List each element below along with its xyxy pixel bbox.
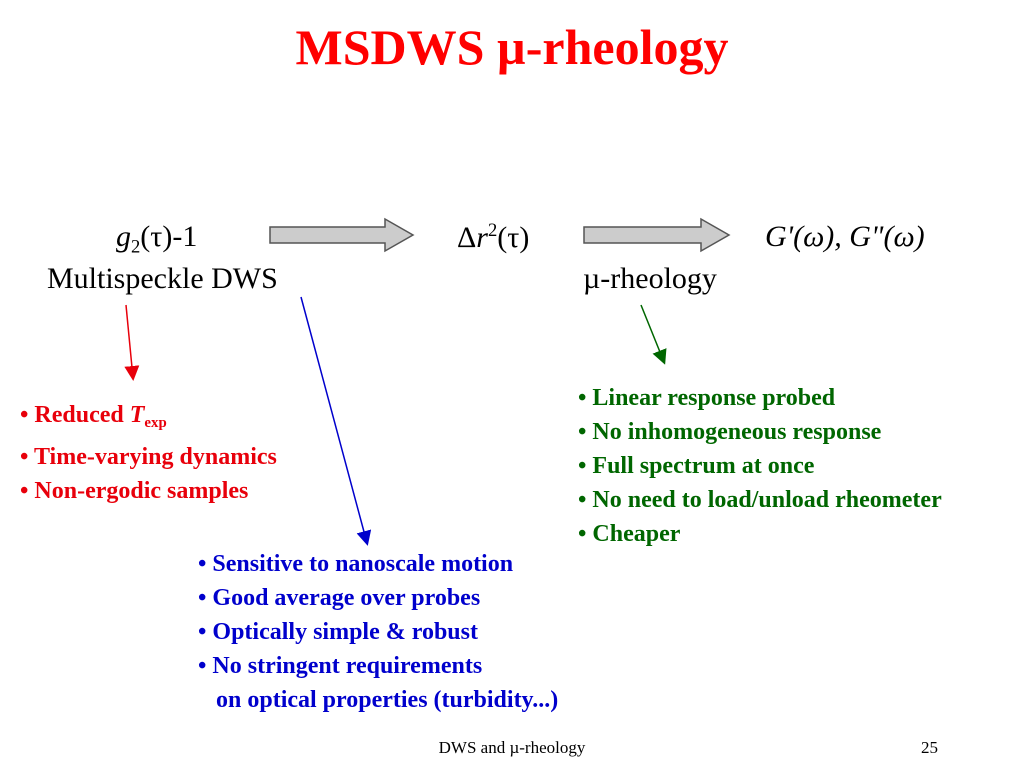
delta-symbol: Δ <box>457 221 477 255</box>
blue-bullet-list: • Sensitive to nanoscale motion • Good a… <box>198 547 558 717</box>
modulus-formula: G'(ω), G"(ω) <box>765 220 925 253</box>
green-bullet-item: • Linear response probed <box>578 385 836 411</box>
green-bullet-item: • Full spectrum at once <box>578 453 815 479</box>
flow-arrow-1 <box>269 217 415 253</box>
blue-pointer-arrow <box>300 296 372 546</box>
micro-rheology-label: µ-rheology <box>583 262 717 295</box>
msd-formula: Δr2(τ) <box>457 220 529 255</box>
blue-bullet-item: • No stringent requirements <box>198 653 483 679</box>
slide-title: MSDWS µ-rheology <box>295 19 729 75</box>
g-symbol: g <box>116 220 131 253</box>
green-bullet-item: • Cheaper <box>578 521 681 547</box>
blue-bullet-item: • Optically simple & robust <box>198 619 478 645</box>
green-bullet-item: • No inhomogeneous response <box>578 419 882 445</box>
red-pointer-arrow <box>124 304 140 381</box>
blue-bullet-item: • Sensitive to nanoscale motion <box>198 551 514 577</box>
red-bullet-item: • Time-varying dynamics <box>20 444 277 471</box>
g-subscript: 2 <box>131 236 141 258</box>
slide-footer: DWS and µ-rheology <box>438 738 586 757</box>
blue-bullet-item: • Good average over probes <box>198 585 481 611</box>
flow-arrow-2 <box>583 217 731 253</box>
red-bullet-item: • Non-ergodic samples <box>20 478 249 505</box>
blue-bullet-continuation: on optical properties (turbidity...) <box>216 687 559 713</box>
t-subscript: exp <box>144 415 167 432</box>
green-bullet-item: • No need to load/unload rheometer <box>578 487 942 513</box>
reduced-text: • Reduced <box>20 402 130 428</box>
green-bullet-list: • Linear response probed • No inhomogene… <box>578 381 942 551</box>
t-symbol: T <box>129 402 145 428</box>
g-formula-rest: (τ)-1 <box>140 220 198 253</box>
r-superscript: 2 <box>487 220 498 241</box>
green-pointer-arrow <box>640 304 667 365</box>
multispeckle-dws-label: Multispeckle DWS <box>47 262 278 295</box>
msd-formula-rest: (τ) <box>497 221 530 255</box>
red-bullet-item: • Reduced Texp <box>20 398 277 440</box>
red-bullet-list: • Reduced Texp • Time-varying dynamics •… <box>20 398 277 508</box>
page-number: 25 <box>921 738 938 757</box>
r-symbol: r <box>476 221 488 255</box>
g2-formula: g2(τ)-1 <box>116 220 197 259</box>
